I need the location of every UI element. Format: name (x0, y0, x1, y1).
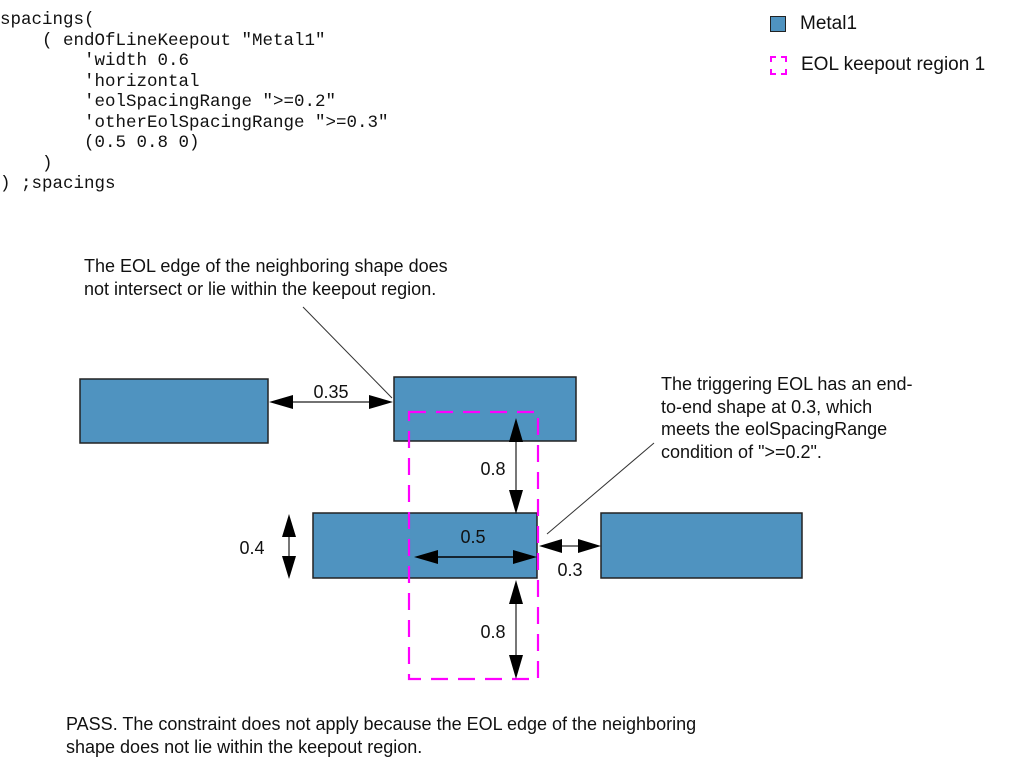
arrowhead-icon (282, 514, 296, 537)
code-line: (0.5 0.8 0) (0, 133, 200, 153)
dimension-label: 0.3 (557, 560, 582, 580)
note-line: condition of ">=0.2". (661, 441, 822, 462)
note-line: to-end shape at 0.3, which (661, 396, 873, 417)
metal-shape-left (79, 378, 269, 444)
dimension-label: 0.35 (313, 382, 348, 402)
code-line: 'otherEolSpacingRange ">=0.3" (0, 112, 389, 133)
arrowhead-icon (282, 556, 296, 579)
metal-shape-trigger (312, 512, 538, 579)
arrowhead-icon (414, 550, 438, 564)
code-line: 'eolSpacingRange ">=0.2" (0, 92, 337, 112)
metal-shape-neighbor (393, 376, 577, 442)
trigger-note: The triggering EOL has an end- to-end sh… (661, 373, 912, 463)
dimension-keepout-forward-bottom: 0.8 (480, 580, 523, 679)
leader-line-neighbor (302, 306, 393, 399)
legend-item-metal1: Metal1 (770, 10, 985, 38)
arrowhead-icon (578, 539, 601, 553)
code-line: ) (0, 153, 53, 174)
code-line: 'width 0.6 (0, 51, 190, 71)
dimension-end-to-end: 0.3 (539, 539, 601, 580)
dimension-keepout-forward-top: 0.8 (480, 418, 523, 514)
legend-item-keepout: EOL keepout region 1 (770, 51, 985, 79)
arrowhead-icon (369, 395, 393, 409)
arrowhead-icon (269, 395, 293, 409)
neighbor-note: The EOL edge of the neighboring shape do… (84, 255, 448, 300)
note-line: The triggering EOL has an end- (661, 374, 913, 394)
metal-shape-right (600, 512, 803, 579)
keepout-region (407, 410, 540, 681)
legend-label: EOL keepout region 1 (801, 54, 986, 75)
legend: Metal1 EOL keepout region 1 (770, 10, 985, 92)
dimension-label: 0.5 (460, 527, 485, 547)
note-line: meets the eolSpacingRange (661, 419, 888, 439)
note-line: The EOL edge of the neighboring shape do… (84, 256, 448, 276)
dimension-label: 0.8 (480, 459, 505, 479)
legend-label: Metal1 (800, 13, 858, 34)
arrowhead-icon (509, 418, 523, 442)
arrowhead-icon (539, 539, 562, 553)
dimension-label: 0.8 (480, 622, 505, 642)
dimension-width: 0.4 (239, 514, 296, 579)
result-line: PASS. The constraint does not apply beca… (66, 714, 697, 734)
dimension-label: 0.4 (239, 538, 264, 558)
keepout-swatch-icon (770, 55, 787, 75)
code-line: spacings( (0, 10, 95, 30)
code-block: spacings( ( endOfLineKeepout "Metal1" 'w… (0, 10, 389, 195)
result-note: PASS. The constraint does not apply beca… (66, 713, 696, 758)
leader-line-trigger (546, 442, 655, 535)
code-line: 'horizontal (0, 71, 200, 92)
note-line: not intersect or lie within the keepout … (84, 278, 437, 299)
metal1-swatch-icon (770, 16, 786, 32)
arrowhead-icon (509, 580, 523, 604)
arrowhead-icon (513, 550, 537, 564)
dimension-spacing-top: 0.35 (269, 382, 393, 409)
dimension-keepout-backward: 0.5 (414, 527, 537, 564)
arrowhead-icon (509, 490, 523, 514)
result-line: shape does not lie within the keepout re… (66, 736, 423, 757)
code-line: ( endOfLineKeepout "Metal1" (0, 30, 326, 51)
code-line: ) ;spacings (0, 174, 116, 194)
arrowhead-icon (509, 655, 523, 679)
